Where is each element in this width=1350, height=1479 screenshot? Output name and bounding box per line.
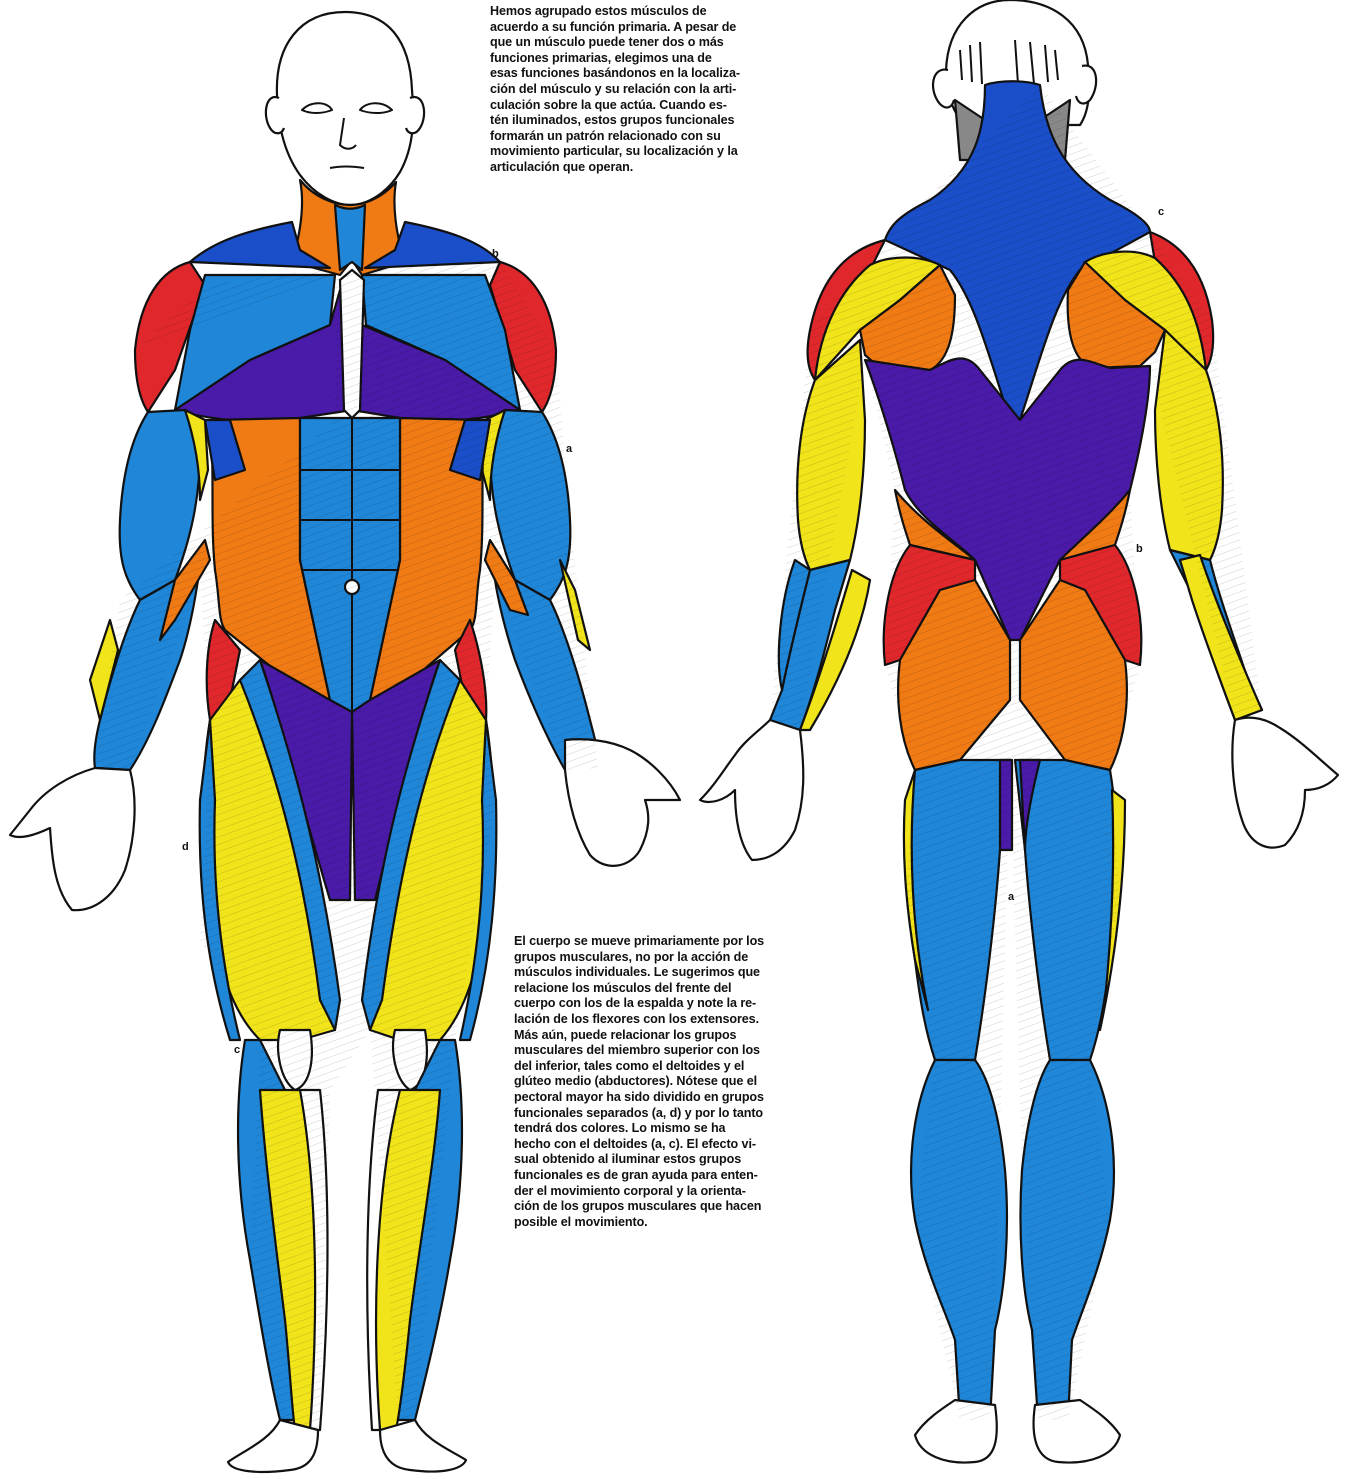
caption-line: músculos individuales. Le sugerimos que <box>514 965 886 981</box>
caption-line: grupos musculares, no por la acción de <box>514 950 886 966</box>
label-back-a: a <box>1008 891 1015 903</box>
caption-line: cuerpo con los de la espalda y note la r… <box>514 996 886 1012</box>
caption-line: tén iluminados, estos grupos funcionales <box>490 113 865 129</box>
caption-line: movimiento particular, su localización y… <box>490 144 865 160</box>
caption-bottom: El cuerpo se mueve primariamente por los… <box>514 934 886 1230</box>
back-left-hand <box>700 720 803 860</box>
label-back-b: b <box>1136 543 1143 555</box>
caption-line: ción del músculo y su relación con la ar… <box>490 82 865 98</box>
label-front-d: d <box>182 841 189 853</box>
caption-line: tendrá dos colores. Lo mismo se ha <box>514 1121 886 1137</box>
caption-line: sual obtenido al iluminar estos grupos <box>514 1152 886 1168</box>
front-left-hand <box>10 768 135 910</box>
caption-line: Más aún, puede relacionar los grupos <box>514 1028 886 1044</box>
caption-line: pectoral mayor ha sido dividido en grupo… <box>514 1090 886 1106</box>
front-neck-center <box>335 205 365 270</box>
caption-line: esas funciones basándonos en la localiza… <box>490 66 865 82</box>
caption-line: articulación que operan. <box>490 160 865 176</box>
caption-line: que un músculo puede tener dos o más <box>490 35 865 51</box>
caption-line: hecho con el deltoides (a, c). El efecto… <box>514 1137 886 1153</box>
caption-line: relacione los músculos del frente del <box>514 981 886 997</box>
caption-line: culación sobre la que actúa. Cuando es- <box>490 98 865 114</box>
caption-line: posible el movimiento. <box>514 1215 886 1231</box>
label-front-b: b <box>492 248 499 260</box>
caption-line: formarán un patrón relacionado con su <box>490 129 865 145</box>
caption-line: acuerdo a su función primaria. A pesar d… <box>490 20 865 36</box>
caption-line: glúteo medio (abductores). Nótese que el <box>514 1074 886 1090</box>
caption-line: funciones primarias, elegimos una de <box>490 51 865 67</box>
caption-line: funcionales es de gran ayuda para enten- <box>514 1168 886 1184</box>
back-right-hand <box>1232 718 1338 848</box>
caption-line: del inferior, tales como el deltoides y … <box>514 1059 886 1075</box>
front-head <box>277 12 413 205</box>
label-front-a: a <box>566 443 573 455</box>
label-front-c: c <box>234 1044 240 1056</box>
caption-line: El cuerpo se mueve primariamente por los <box>514 934 886 950</box>
caption-line: Hemos agrupado estos músculos de <box>490 4 865 20</box>
caption-line: ción de los grupos musculares que hacen <box>514 1199 886 1215</box>
label-back-c: c <box>1158 206 1164 218</box>
front-left-foot <box>228 1420 318 1472</box>
caption-line: musculares del miembro superior con los <box>514 1043 886 1059</box>
caption-line: funcionales separados (a, d) y por lo ta… <box>514 1106 886 1122</box>
caption-line: der el movimiento corporal y la orienta- <box>514 1184 886 1200</box>
caption-line: lación de los flexores con los extensore… <box>514 1012 886 1028</box>
front-right-foot <box>380 1420 466 1472</box>
